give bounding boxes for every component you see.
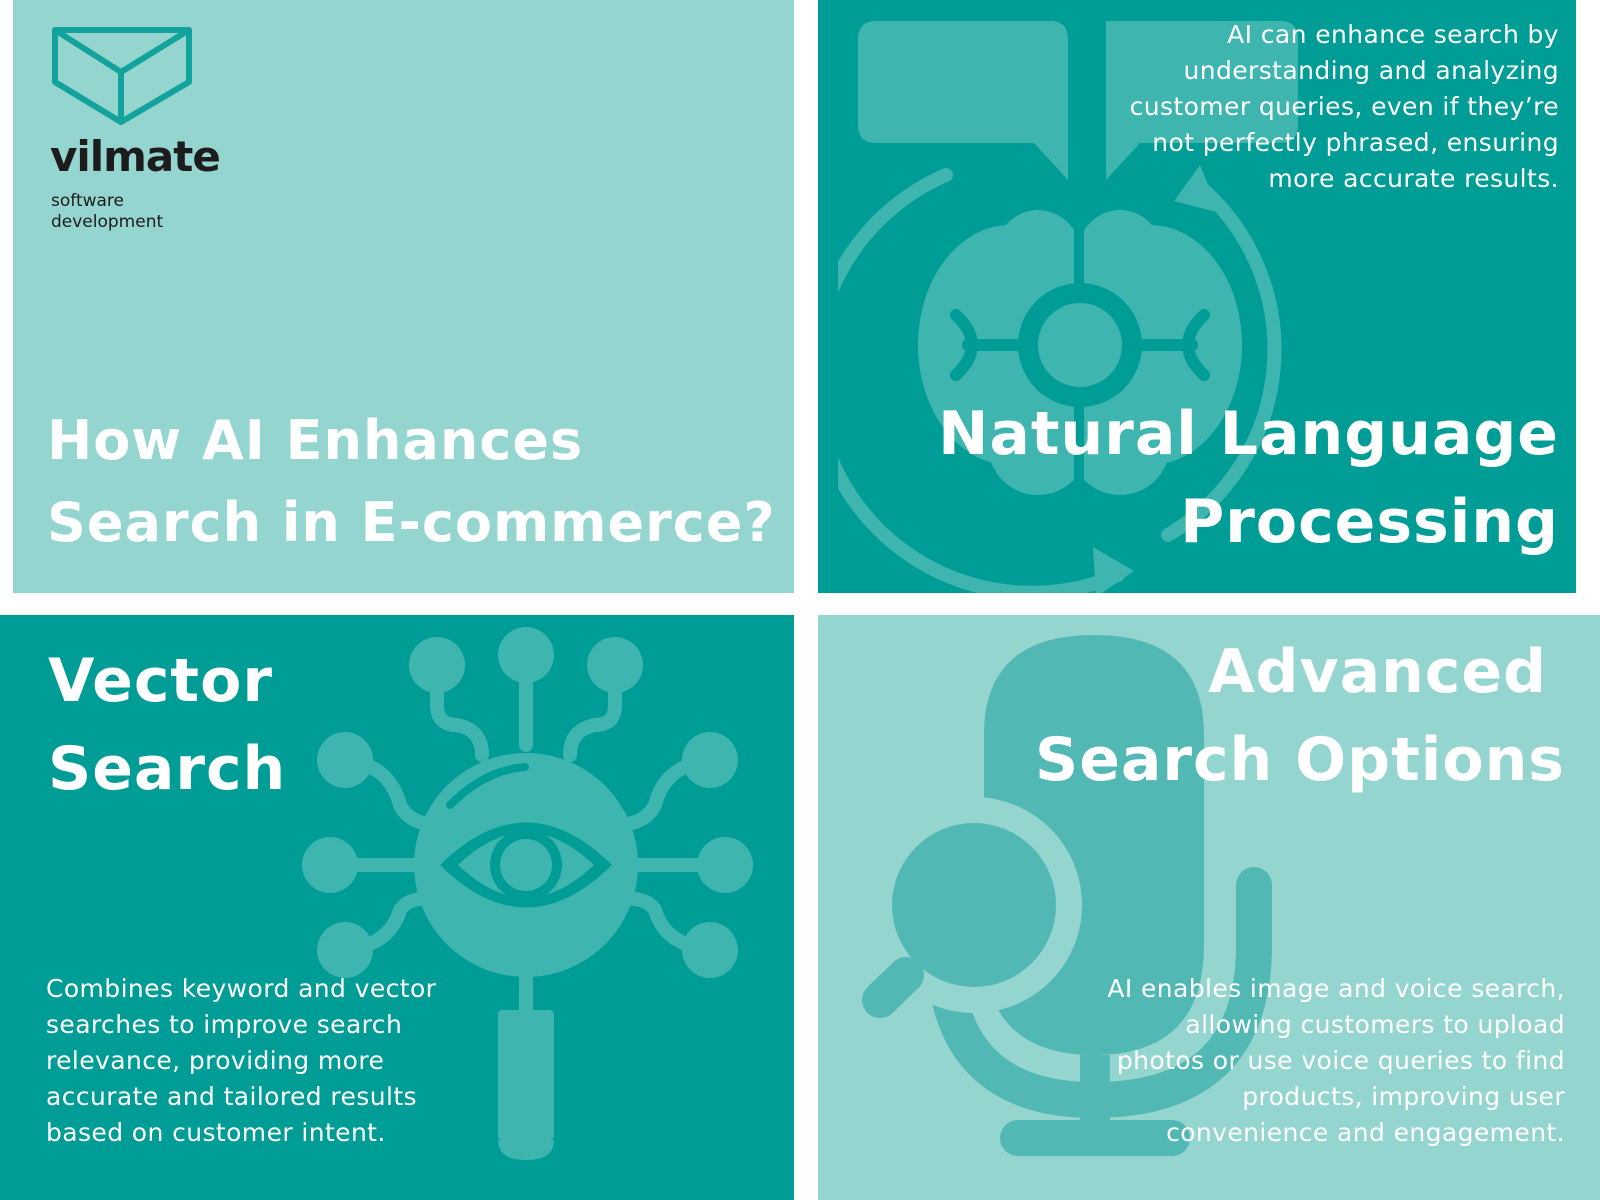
page-title: How AI Enhances Search in E-commerce? [47,400,776,564]
vector-panel: Vector Search Combines keyword and vecto… [0,615,794,1200]
logo-tagline-2: development [51,212,164,232]
advanced-description-line: allowing customers to upload [1185,1010,1565,1039]
vector-title-line: Vector [48,646,273,716]
vector-description-line: accurate and tailored results [46,1082,417,1111]
vector-title: Vector Search [48,637,286,813]
advanced-description-line: photos or use voice queries to find [1116,1046,1565,1075]
envelope-box-logo-icon [52,27,192,125]
vector-description-line: based on customer intent. [46,1118,386,1147]
vector-description-line: searches to improve search [46,1010,403,1039]
nlp-description-line: customer queries, even if they’re [1129,92,1559,121]
vector-description: Combines keyword and vector searches to … [46,971,436,1151]
intro-panel: vilmate software development How AI Enha… [13,0,794,593]
vector-description-line: relevance, providing more [46,1046,385,1075]
nlp-title: Natural Language Processing [938,390,1559,566]
logo-tagline-1: software [51,191,125,211]
page-title-line: Search in E-commerce? [47,491,776,554]
nlp-title-line: Natural Language [938,399,1559,469]
microphone-magnifier-icon [862,635,1272,1156]
eye-network-icon [302,627,753,1160]
advanced-title-line: Advanced [1208,637,1547,707]
advanced-panel: Advanced Search Options AI enables image… [818,615,1600,1200]
advanced-description-line: AI enables image and voice search, [1107,974,1565,1003]
brain-cycle-icon [838,21,1298,593]
nlp-description-line: not perfectly phrased, ensuring [1152,128,1559,157]
nlp-description-line: understanding and analyzing [1183,56,1559,85]
nlp-title-line: Processing [1180,487,1559,557]
nlp-description-line: AI can enhance search by [1227,20,1559,49]
advanced-title: Advanced Search Options [1035,628,1565,804]
advanced-description-line: convenience and engagement. [1166,1118,1565,1147]
nlp-panel: AI can enhance search by understanding a… [818,0,1576,593]
vector-title-line: Search [48,734,287,804]
logo-name: vilmate [50,132,221,181]
page-title-line: How AI Enhances [47,409,584,472]
advanced-description: AI enables image and voice search, allow… [1107,971,1565,1151]
vector-description-line: Combines keyword and vector [46,974,437,1003]
nlp-description: AI can enhance search by understanding a… [1130,17,1559,197]
advanced-title-line: Search Options [1034,725,1565,795]
nlp-description-line: more accurate results. [1268,164,1559,193]
advanced-description-line: products, improving user [1242,1082,1565,1111]
